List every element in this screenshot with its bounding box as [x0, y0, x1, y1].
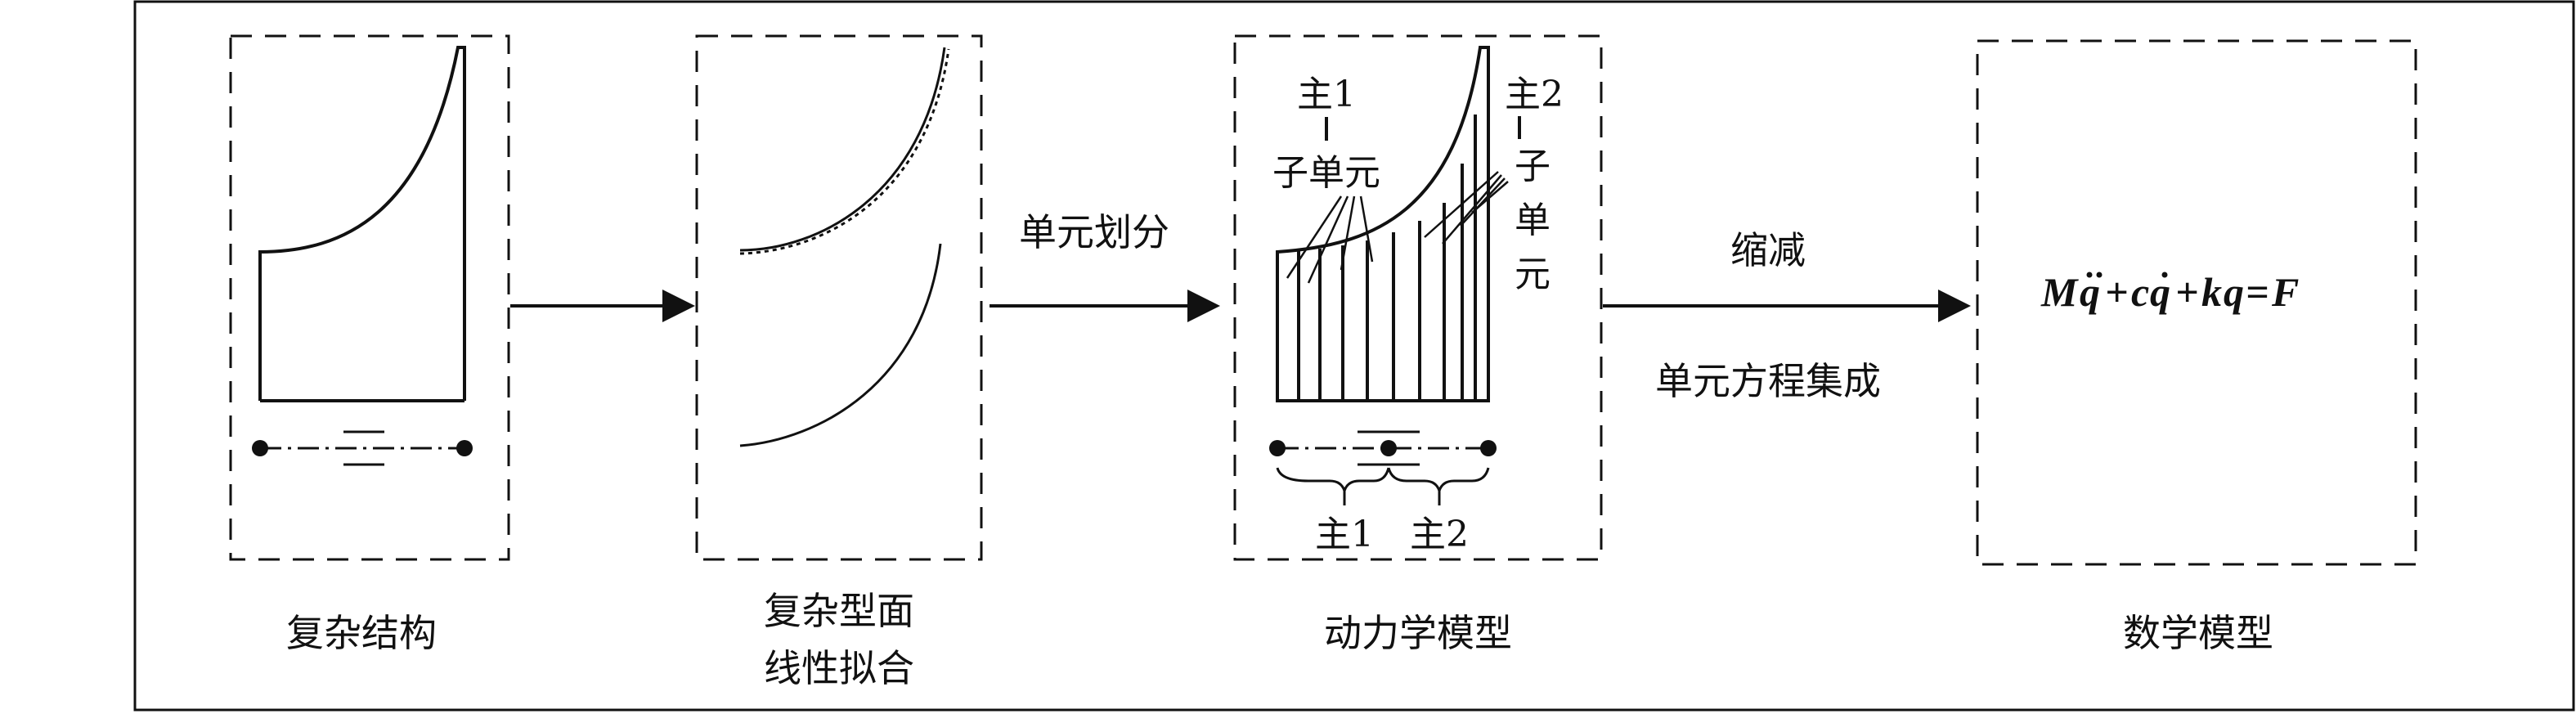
double-dot-mark — [2086, 272, 2093, 278]
master1-top-label: 主1 — [1297, 74, 1356, 115]
brace-master1 — [1276, 467, 1390, 495]
equation-plus-2: + — [2175, 269, 2199, 315]
element-lines — [1297, 115, 1477, 401]
arrow-label-reduction: 缩减 — [1730, 228, 1806, 272]
fitted-curve-upper — [739, 47, 946, 252]
sub-unit-right-char-3: 元 — [1515, 254, 1551, 295]
double-dot-mark — [2096, 272, 2103, 278]
stage-caption-line2: 线性拟合 — [764, 646, 914, 690]
stage-surface-fitting: 复杂型面 线性拟合 — [695, 34, 983, 690]
stage-caption: 复杂结构 — [286, 611, 437, 655]
node-dot — [1480, 440, 1497, 456]
stage-caption: 动力学模型 — [1324, 611, 1512, 655]
equation-equals: = — [2246, 269, 2269, 315]
equation-c: c — [2131, 269, 2149, 315]
sub-unit-left-label: 子单元 — [1272, 152, 1380, 194]
model-blade-outline — [1276, 46, 1490, 402]
fitted-curve-upper-dotted — [739, 48, 950, 255]
outer-frame — [133, 0, 2575, 712]
node-dot — [252, 440, 268, 456]
master2-top-label: 主2 — [1505, 74, 1564, 115]
node-dot — [456, 440, 473, 456]
stage-caption-line1: 复杂型面 — [764, 589, 914, 633]
blade-profile — [258, 46, 466, 401]
equation-f: F — [2271, 269, 2299, 315]
brace-master2 — [1387, 467, 1490, 495]
master1-bottom-label: 主1 — [1315, 514, 1374, 555]
single-dot-mark — [2161, 272, 2168, 278]
stage2-dashed-box — [695, 34, 983, 561]
stage4-dashed-box — [1976, 39, 2417, 566]
equation-m: M — [2040, 269, 2079, 315]
arrow-label-element-assembly: 单元方程集成 — [1655, 359, 1881, 403]
sub-unit-right-char-1: 子 — [1515, 146, 1551, 187]
master2-bottom-label: 主2 — [1410, 514, 1469, 555]
equation-q: q — [2224, 269, 2244, 315]
stage-caption: 数学模型 — [2123, 611, 2273, 655]
stage-complex-structure: 复杂结构 — [229, 34, 510, 655]
sub-unit-right-char-2: 单 — [1515, 200, 1551, 241]
equation: M q + c q + k q = F — [2040, 269, 2299, 315]
sub-unit-left-leaders — [1286, 195, 1374, 284]
stage-mathematical-model: M q + c q + k q = F 数学模型 — [1976, 39, 2417, 655]
equation-q-dot: q — [2150, 269, 2170, 315]
sub-unit-right-leaders — [1424, 171, 1509, 245]
stage-dynamics-model: 主1 子单元 主2 子 单 元 主1 主2 动力学模型 — [1233, 34, 1603, 655]
node-dot — [1269, 440, 1286, 456]
equation-k: k — [2201, 269, 2222, 315]
arrow-label-element-division: 单元划分 — [1019, 210, 1169, 254]
stage3-dashed-box — [1233, 34, 1603, 561]
fitted-curve-lower — [739, 243, 942, 447]
stage1-dashed-box — [229, 34, 510, 561]
equation-plus-1: + — [2105, 269, 2129, 315]
node-dot — [1380, 440, 1397, 456]
